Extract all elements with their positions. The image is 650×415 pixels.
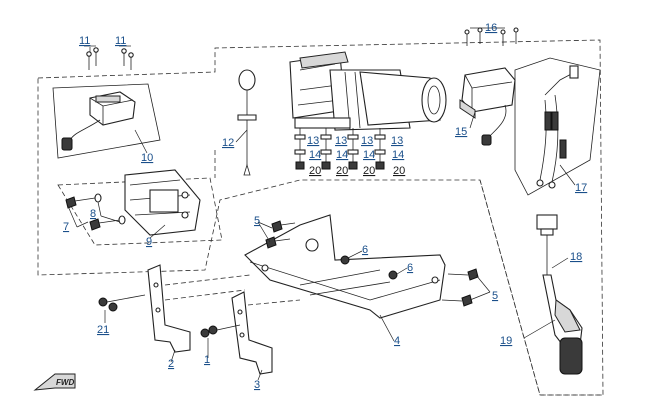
fairlead-bolts-7	[65, 196, 121, 231]
callout-15: 15	[455, 126, 467, 138]
fwd-arrow-logo: FWD	[33, 373, 76, 391]
callout-20-d: 20	[393, 165, 405, 177]
callout-21: 21	[97, 324, 109, 336]
assembly-boundary	[37, 39, 604, 396]
callout-8: 8	[90, 208, 96, 220]
controller-boundary	[52, 83, 161, 159]
callout-6-lower: 6	[407, 262, 413, 274]
cable-kit	[536, 65, 579, 189]
callout-6-upper: 6	[362, 244, 368, 256]
hook-strap	[237, 69, 257, 176]
callout-7: 7	[63, 221, 69, 233]
callout-13-b: 13	[335, 135, 347, 147]
callout-3: 3	[254, 379, 260, 391]
callout-1: 1	[204, 354, 210, 366]
callout-14-b: 14	[336, 149, 348, 161]
callout-14-c: 14	[363, 149, 375, 161]
callout-16: 16	[485, 22, 497, 34]
cable-kit-boundary	[514, 57, 601, 196]
callout-14-a: 14	[309, 149, 321, 161]
callout-2: 2	[168, 358, 174, 370]
callout-5-upper: 5	[254, 215, 260, 227]
callout-14-d: 14	[392, 149, 404, 161]
plate-bolts-5-lower	[441, 268, 479, 307]
callout-13-a: 13	[307, 135, 319, 147]
bolt-stack-1	[294, 128, 306, 170]
controller-module	[61, 91, 136, 151]
callout-13-c: 13	[361, 135, 373, 147]
callout-9: 9	[146, 236, 152, 248]
leader-lines	[67, 27, 576, 381]
callout-5-lower: 5	[492, 290, 498, 302]
callout-19: 19	[500, 335, 512, 347]
callout-20-c: 20	[363, 165, 375, 177]
callout-12: 12	[222, 137, 234, 149]
bolt-stack-2	[320, 128, 332, 170]
bracket-right	[231, 291, 273, 375]
svg-text:FWD: FWD	[56, 378, 74, 387]
bolt-stack-4	[374, 128, 386, 170]
contactor-box	[459, 67, 516, 146]
switch-boundary	[479, 179, 603, 396]
callout-20-b: 20	[336, 165, 348, 177]
assembly-guides	[164, 150, 301, 306]
callout-11-left: 11	[79, 35, 90, 47]
callout-20-a: 20	[309, 165, 321, 177]
roller-fairlead	[124, 169, 201, 236]
callout-11-right: 11	[115, 35, 126, 47]
screw-11-right	[121, 48, 134, 70]
handheld-switch	[536, 214, 583, 375]
callouts: 11 11 10 12 16 15 17 18 19 13 13 13 13 1…	[63, 22, 587, 391]
callout-18: 18	[570, 251, 582, 263]
mounting-plate	[244, 214, 446, 319]
contactor-screws-16	[464, 27, 519, 46]
bolt-stack-3	[347, 128, 359, 170]
callout-13-d: 13	[391, 135, 403, 147]
bracket-left	[147, 264, 191, 353]
screw-11-left	[86, 47, 99, 70]
callout-10: 10	[141, 152, 153, 164]
nuts-21	[98, 294, 146, 312]
bolts-1	[200, 324, 241, 338]
callout-17: 17	[575, 182, 587, 194]
callout-4: 4	[394, 335, 400, 347]
plate-nuts-6	[340, 255, 398, 280]
fairlead-washers-8	[94, 193, 126, 225]
winch-assembly	[289, 51, 447, 131]
